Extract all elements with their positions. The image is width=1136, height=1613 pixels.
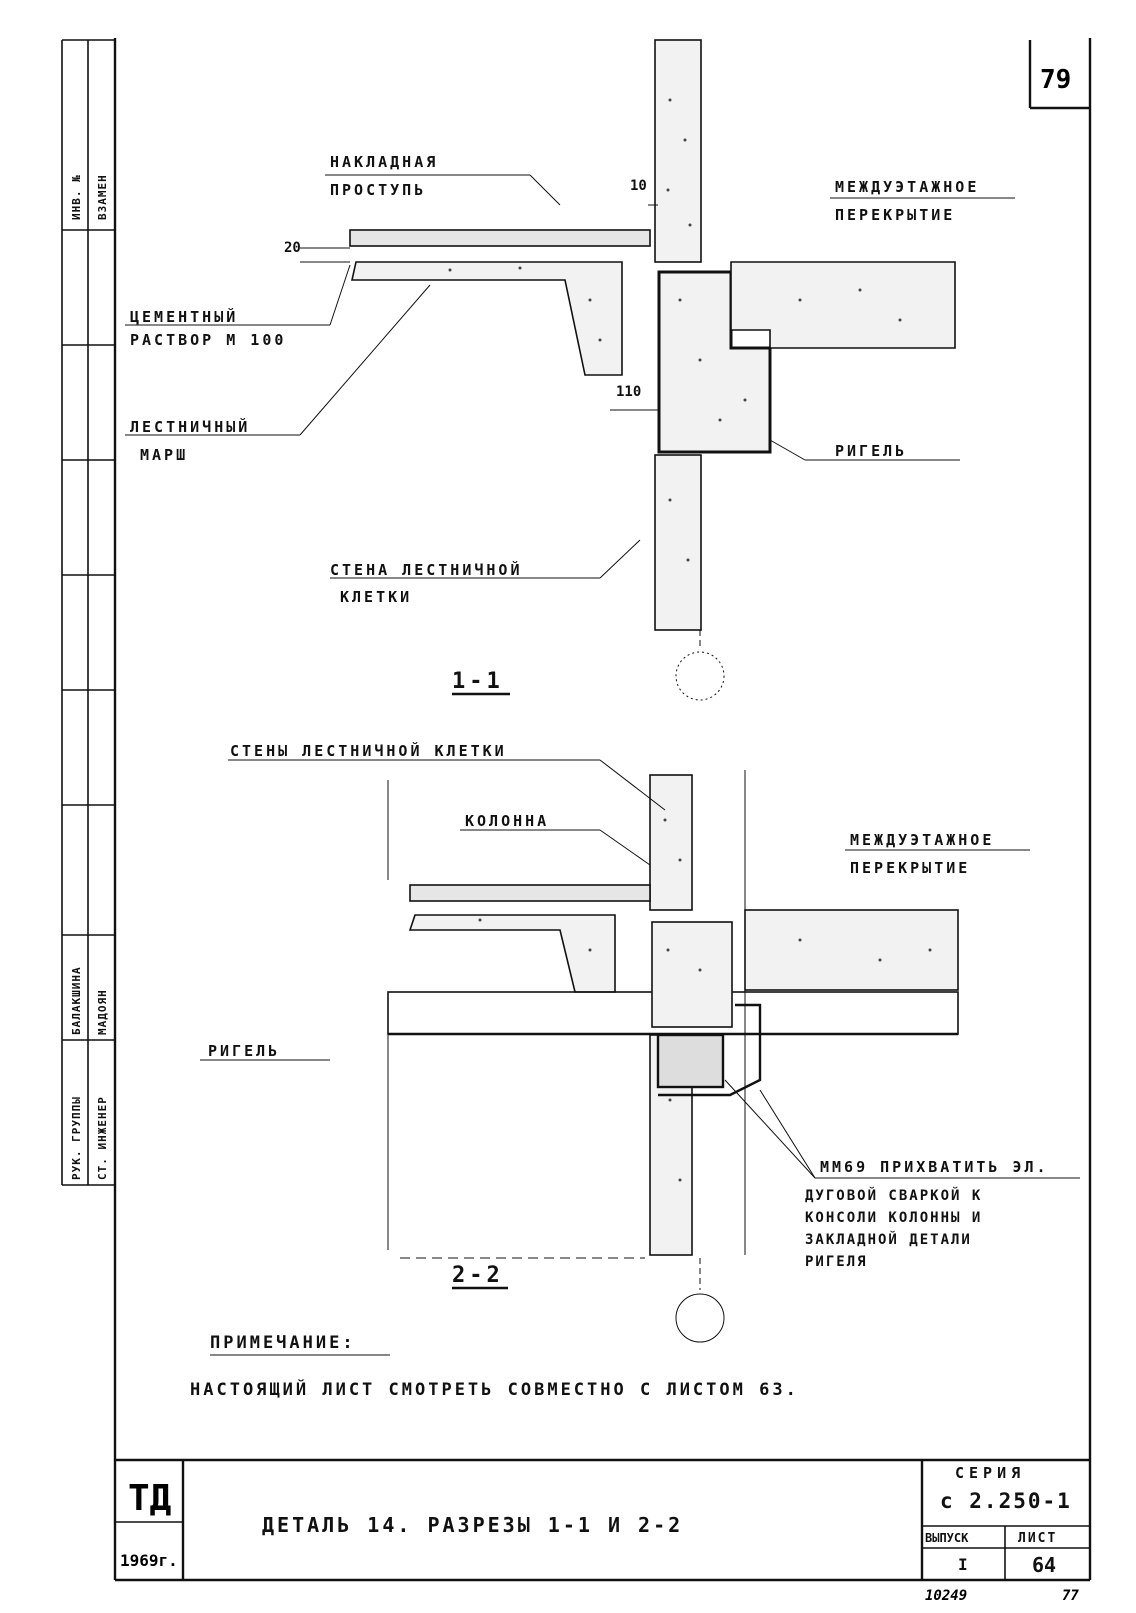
label-note2-1: ММ69 ПРИХВАТИТЬ ЭЛ. <box>820 1158 1049 1176</box>
org-code: ТД <box>128 1478 171 1519</box>
year: 1969г. <box>120 1551 178 1570</box>
list-label: ЛИСТ <box>1018 1531 1057 1546</box>
seriya-label: СЕРИЯ <box>955 1464 1025 1482</box>
label-cement-1: ЦЕМЕНТНЫЙ <box>130 307 238 326</box>
dim-20: 20 <box>284 240 301 256</box>
label-rigel-1: РИГЕЛЬ <box>835 442 907 460</box>
vypusk-label: ВЫПУСК <box>925 1531 969 1545</box>
label-perekr-2: ПЕРЕКРЫТИЕ <box>835 206 955 224</box>
label-perekr-2b: ПЕРЕКРЫТИЕ <box>850 859 970 877</box>
section-1-title: 1-1 <box>452 669 504 694</box>
doc-number: 10249 <box>925 1588 967 1604</box>
page-number: 77 <box>1062 1588 1079 1604</box>
sheet-frame <box>61 38 1092 1582</box>
drawing-title: ДЕТАЛЬ 14. РАЗРЕЗЫ 1-1 И 2-2 <box>262 1513 683 1537</box>
section-1-drawing <box>125 39 1015 701</box>
label-stena-1: СТЕНА ЛЕСТНИЧНОЙ <box>330 560 523 579</box>
vypusk-value: I <box>958 1555 968 1574</box>
label-note2-2: ДУГОВОЙ СВАРКОЙ К <box>805 1187 982 1204</box>
side-name-1: БАЛАКШИНА <box>70 966 83 1035</box>
label-note2-5: РИГЕЛЯ <box>805 1254 868 1270</box>
seriya-value: с 2.250-1 <box>940 1489 1072 1513</box>
label-perekr-2a: МЕЖДУЭТАЖНОЕ <box>850 831 994 849</box>
note-heading: ПРИМЕЧАНИЕ: <box>210 1333 356 1353</box>
sheet-number: 79 <box>1040 65 1071 95</box>
section-2-drawing <box>200 759 1080 1343</box>
title-block <box>115 1458 1090 1580</box>
label-rigel-2: РИГЕЛЬ <box>208 1042 280 1060</box>
dim-10: 10 <box>630 178 647 194</box>
side-vzamen-label: ВЗАМЕН <box>96 174 109 220</box>
label-nakladnaya-1: НАКЛАДНАЯ <box>330 153 438 171</box>
label-note2-4: ЗАКЛАДНОЙ ДЕТАЛИ <box>805 1231 972 1248</box>
label-marsh-2: МАРШ <box>140 446 188 464</box>
label-nakladnaya-2: ПРОСТУПЬ <box>330 181 426 199</box>
label-perekr-1: МЕЖДУЭТАЖНОЕ <box>835 178 979 196</box>
side-role-2: СТ. ИНЖЕНЕР <box>96 1096 109 1180</box>
note-text: НАСТОЯЩИЙ ЛИСТ СМОТРЕТЬ СОВМЕСТНО С ЛИСТ… <box>190 1378 799 1400</box>
side-name-2: МАДОЯН <box>96 989 109 1035</box>
label-marsh-1: ЛЕСТНИЧНЫЙ <box>130 417 250 436</box>
label-cement-2: РАСТВОР М 100 <box>130 331 286 349</box>
label-note2-3: КОНСОЛИ КОЛОННЫ И <box>805 1210 982 1226</box>
label-steny: СТЕНЫ ЛЕСТНИЧНОЙ КЛЕТКИ <box>230 741 507 760</box>
label-kolonna: КОЛОННА <box>465 812 549 830</box>
label-stena-2: КЛЕТКИ <box>340 588 412 606</box>
dim-110: 110 <box>616 384 641 400</box>
list-value: 64 <box>1032 1553 1056 1577</box>
section-2-title: 2-2 <box>452 1263 504 1288</box>
side-inv-label: ИНВ. № <box>70 174 83 220</box>
side-role-1: РУК. ГРУППЫ <box>70 1096 83 1180</box>
